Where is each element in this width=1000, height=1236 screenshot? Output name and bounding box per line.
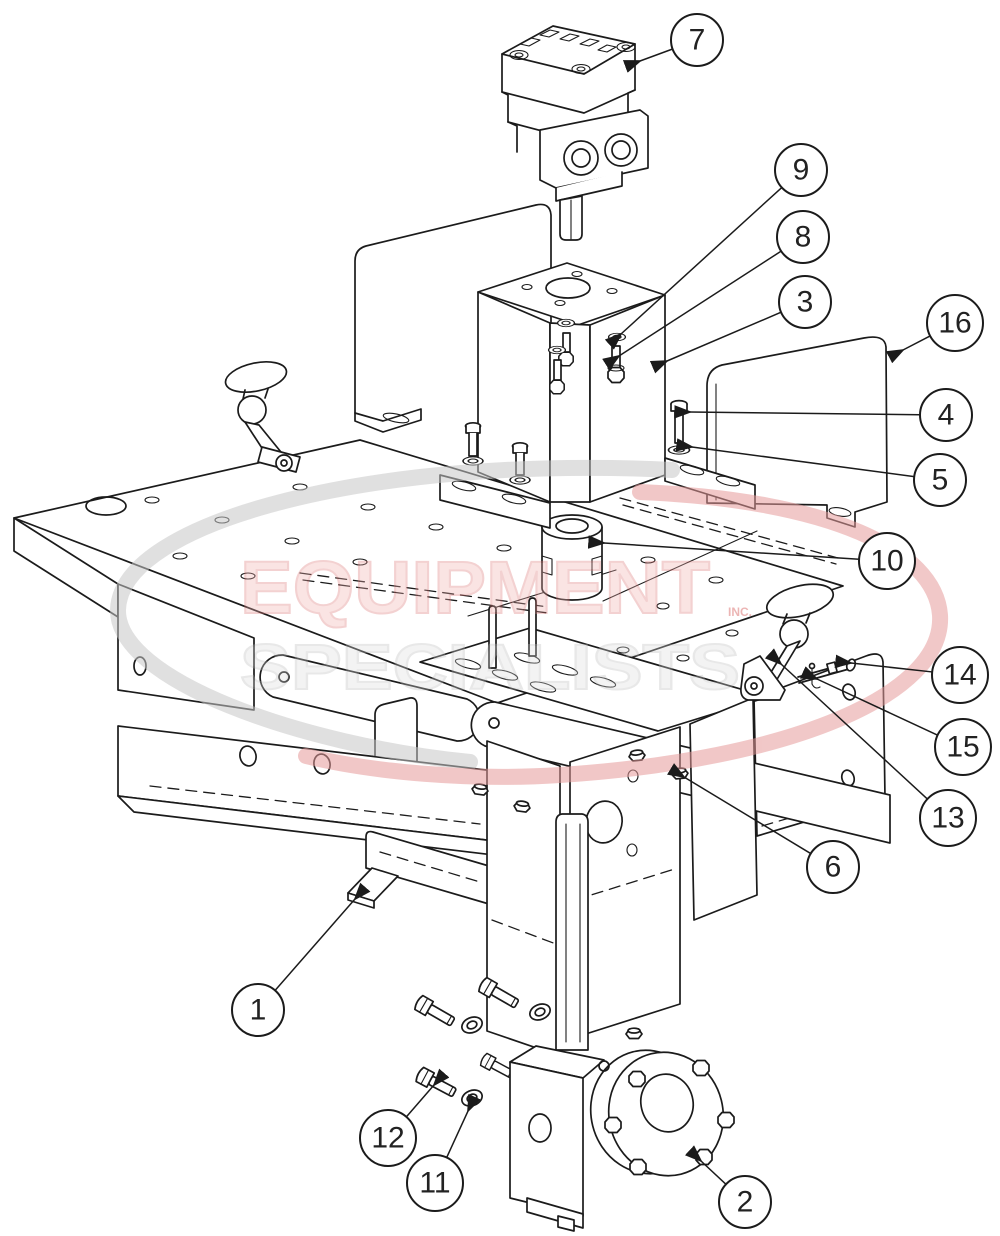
watermark-swoosh-gray <box>109 459 680 770</box>
left-shield-bracket <box>354 203 552 433</box>
callout-label-3: 3 <box>797 286 814 319</box>
callout-label-5: 5 <box>932 464 949 497</box>
callout-15 <box>934 718 992 776</box>
valve-assembly <box>509 1027 735 1232</box>
callout-label-12: 12 <box>371 1122 404 1155</box>
callout-label-16: 16 <box>938 307 971 340</box>
callout-14 <box>931 646 989 704</box>
callout-label-7: 7 <box>689 24 706 57</box>
watermark-line2: SPECIALISTS <box>240 631 740 703</box>
callout-8 <box>776 210 830 264</box>
callout-label-13: 13 <box>931 802 964 835</box>
spacer-cylinder <box>541 514 603 601</box>
watermark: EQUIPMENT INC. SPECIALISTS <box>109 459 949 785</box>
leader-line-14 <box>834 654 933 673</box>
leader-line-16 <box>885 335 931 364</box>
leader-line-1 <box>274 882 371 991</box>
callout-4 <box>919 388 973 442</box>
hydraulic-motor <box>501 25 649 241</box>
callout-1 <box>231 983 285 1037</box>
watermark-line1-suffix: INC. <box>728 605 752 619</box>
spinner-handle-right <box>740 583 857 701</box>
leader-line-13 <box>764 648 928 800</box>
callout-6 <box>806 840 860 894</box>
callout-12 <box>359 1109 417 1167</box>
leader-line-11 <box>445 1093 481 1158</box>
leader-line-2 <box>684 1145 727 1185</box>
callout-label-2: 2 <box>737 1186 754 1219</box>
callout-3 <box>778 275 832 329</box>
callout-11 <box>406 1154 464 1212</box>
callout-label-11: 11 <box>419 1167 450 1200</box>
deck-plate <box>13 439 844 711</box>
callout-label-10: 10 <box>870 545 903 578</box>
lower-channel <box>117 725 520 859</box>
callout-label-8: 8 <box>795 221 812 254</box>
leader-line-7 <box>622 48 673 73</box>
callout-label-15: 15 <box>946 731 979 764</box>
leader-line-3 <box>649 311 782 374</box>
callout-9 <box>774 143 828 197</box>
watermark-line1: EQUIPMENT <box>240 546 710 629</box>
leader-line-12 <box>405 1068 450 1118</box>
leader-line-4 <box>674 405 921 419</box>
callout-13 <box>919 789 977 847</box>
callout-10 <box>858 532 916 590</box>
callout-label-14: 14 <box>943 659 976 692</box>
leader-line-8 <box>602 250 782 371</box>
vertical-shaft <box>555 813 589 1051</box>
callout-label-9: 9 <box>793 154 810 187</box>
callout-2 <box>718 1175 772 1229</box>
callout-label-4: 4 <box>938 399 955 432</box>
callout-7 <box>670 13 724 67</box>
callout-16 <box>926 294 984 352</box>
watermark-swoosh-red <box>298 484 949 785</box>
leader-line-6 <box>667 763 812 855</box>
spinner-handle-left <box>224 361 301 473</box>
callout-label-1: 1 <box>250 994 267 1027</box>
callout-5 <box>913 453 967 507</box>
leader-line-9 <box>604 186 783 350</box>
leader-line-10 <box>587 535 860 560</box>
callout-label-6: 6 <box>825 851 842 884</box>
leader-line-15 <box>799 666 938 736</box>
leader-line-5 <box>675 438 915 478</box>
